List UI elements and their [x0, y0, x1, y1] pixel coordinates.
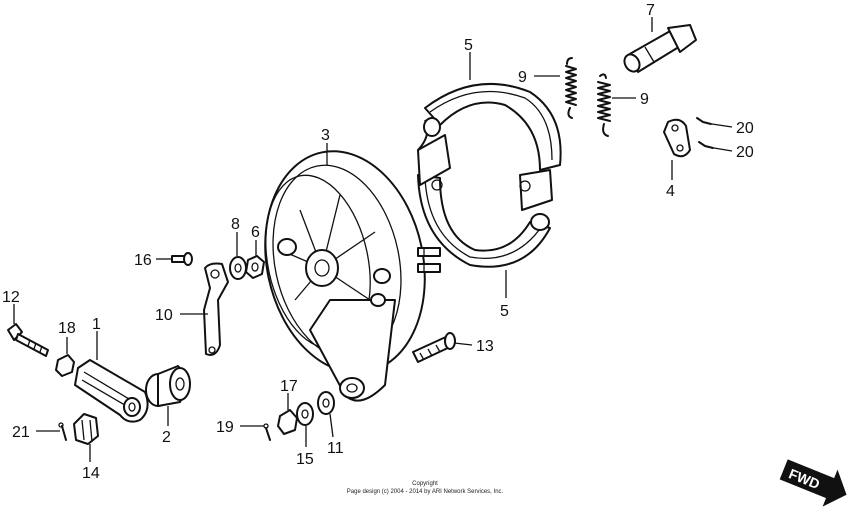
callout-20-upper: 20	[736, 120, 754, 137]
torque-link-part-1	[74, 359, 149, 423]
callout-21: 21	[12, 424, 30, 441]
callout-4: 4	[666, 183, 675, 200]
callout-16: 16	[134, 252, 152, 269]
brake-spring-part-9-left	[565, 57, 577, 119]
callout-20-lower: 20	[736, 144, 754, 161]
washer-part-11	[317, 391, 335, 415]
callout-12: 12	[2, 289, 20, 306]
callout-9-left: 9	[518, 69, 527, 86]
callout-7: 7	[646, 2, 655, 19]
callout-5-top: 5	[464, 37, 473, 54]
screw-part-20-upper	[696, 117, 712, 125]
callout-5-bottom: 5	[500, 303, 509, 320]
cotter-pin-part-19	[263, 423, 271, 441]
callout-17: 17	[280, 378, 298, 395]
screw-part-20-lower	[698, 141, 714, 149]
callout-10: 10	[155, 307, 173, 324]
brake-arm-part-10	[203, 262, 229, 356]
callout-11: 11	[327, 440, 344, 457]
nut-part-6	[245, 255, 265, 279]
washer-part-15	[296, 402, 314, 426]
brake-cam-part-7	[623, 24, 697, 73]
callout-19: 19	[216, 419, 234, 436]
brake-panel-part-3	[264, 150, 441, 402]
nut-part-17	[277, 409, 298, 435]
callout-14: 14	[82, 465, 100, 482]
indicator-plate-part-4	[663, 118, 691, 158]
leader-lines	[13, 17, 733, 462]
washer-part-8	[229, 256, 247, 280]
callout-1: 1	[92, 316, 101, 333]
callout-labels: 3 5 5 7 9 9 4 20 20 13 16 8 6 10 12 18 1…	[2, 2, 754, 482]
copyright-notice: Copyright Page design (c) 2004 - 2014 by…	[347, 481, 504, 495]
callout-13: 13	[476, 338, 494, 355]
copyright-line-2: Page design (c) 2004 - 2014 by ARI Netwo…	[347, 489, 504, 495]
cotter-pin-part-21	[58, 422, 67, 441]
copyright-line-1: Copyright	[412, 481, 438, 487]
nut-part-18	[55, 354, 75, 377]
forward-direction-arrow: FWD	[779, 459, 847, 507]
callout-6: 6	[251, 224, 260, 241]
bolt-part-13	[412, 332, 456, 363]
brake-spring-part-9-right	[597, 73, 611, 137]
callout-9-right: 9	[640, 91, 649, 108]
callout-3: 3	[321, 127, 330, 144]
bolt-part-12	[7, 323, 49, 357]
callout-8: 8	[231, 216, 240, 233]
callout-15: 15	[296, 451, 314, 468]
brake-shoes-part-5	[417, 82, 562, 268]
collar-part-2	[145, 365, 191, 407]
castle-nut-part-14	[73, 413, 99, 445]
callout-18: 18	[58, 320, 76, 337]
bolt-part-16	[171, 252, 193, 266]
callout-2: 2	[162, 429, 171, 446]
